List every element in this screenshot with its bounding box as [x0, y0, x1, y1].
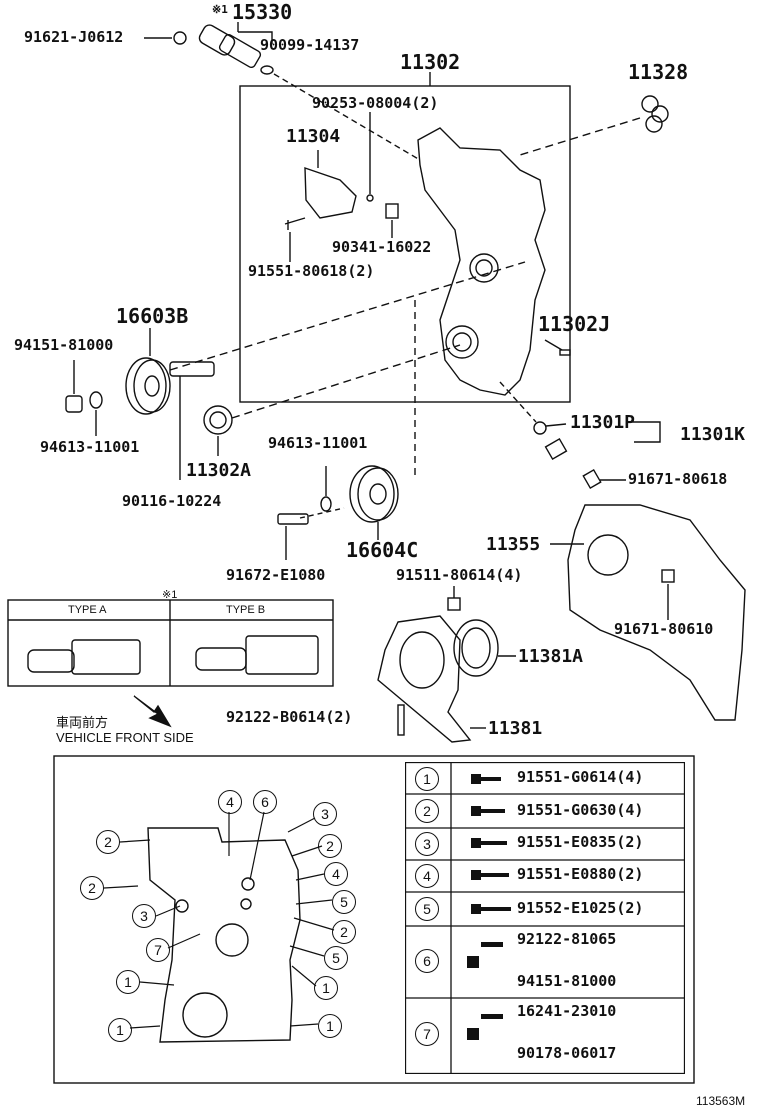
label-91671-80610: 91671-80610	[614, 620, 714, 638]
label-11328: 11328	[628, 60, 689, 84]
sensor-k	[544, 437, 568, 461]
callout-4: 4	[324, 862, 348, 886]
label-11381a: 11381A	[518, 646, 584, 667]
seal-retainer	[377, 615, 472, 743]
label-90116: 90116-10224	[122, 492, 222, 510]
label-94613-b: 94613-11001	[268, 434, 368, 452]
label-91672: 91672-E1080	[226, 566, 326, 584]
callout-2: 2	[96, 830, 120, 854]
table-part: 91551-E0835(2)	[517, 833, 644, 851]
timing-cover-plate	[304, 167, 357, 219]
label-91551-80618: 91551-80618(2)	[248, 262, 375, 280]
label-16604c: 16604C	[346, 538, 419, 562]
diagram-code: 113563M	[696, 1094, 746, 1108]
callout-5: 5	[332, 890, 356, 914]
label-15330: 15330	[232, 0, 293, 24]
table-part: 91552-E1025(2)	[517, 899, 644, 917]
table-num: 5	[415, 897, 439, 921]
label-11301k: 11301K	[680, 424, 746, 445]
direction-en: VEHICLE FRONT SIDE	[56, 730, 194, 745]
callout-1: 1	[108, 1018, 132, 1042]
callout-5: 5	[324, 946, 348, 970]
o-ring-set	[641, 95, 669, 133]
callout-2: 2	[318, 834, 342, 858]
idler-pulley-b	[125, 357, 167, 415]
callout-2: 2	[332, 920, 356, 944]
callout-1: 1	[116, 970, 140, 994]
label-90341: 90341-16022	[332, 238, 432, 256]
table-part: 16241-23010	[517, 1002, 617, 1020]
label-11302a: 11302A	[186, 460, 252, 481]
table-num: 3	[415, 832, 439, 856]
callout-1: 1	[318, 1014, 342, 1038]
oil-seal	[203, 405, 233, 435]
callout-7: 7	[146, 938, 170, 962]
label-91511: 91511-80614(4)	[396, 566, 523, 584]
timing-chain-cover	[417, 127, 546, 396]
label-11302: 11302	[400, 50, 461, 74]
table-part: 91551-E0880(2)	[517, 865, 644, 883]
callout-3: 3	[313, 802, 337, 826]
end-plate	[567, 504, 746, 721]
label-11355: 11355	[486, 534, 541, 555]
label-90099: 90099-14137	[260, 36, 360, 54]
table-part: 90178-06017	[517, 1044, 617, 1062]
label-11381: 11381	[488, 718, 543, 739]
idler-pulley-c	[349, 465, 395, 523]
direction-jp: 車両前方	[56, 715, 109, 730]
label-91671-80618: 91671-80618	[628, 470, 728, 488]
bolt-location-box	[53, 755, 695, 1084]
label-16603b: 16603B	[116, 304, 189, 328]
label-91621: 91621-J0612	[24, 28, 124, 46]
label-11302j: 11302J	[538, 312, 611, 336]
oil-control-valve	[173, 24, 274, 75]
type-b-label: TYPE B	[226, 604, 266, 616]
bolt-table-grid	[405, 762, 685, 1074]
table-part: 94151-81000	[517, 972, 617, 990]
callout-1: 1	[314, 976, 338, 1000]
callout-4: 4	[218, 790, 242, 814]
label-11301p: 11301P	[570, 412, 636, 433]
table-num: 7	[415, 1022, 439, 1046]
callout-3: 3	[132, 904, 156, 928]
rear-oil-seal	[453, 619, 499, 677]
table-num: 2	[415, 799, 439, 823]
assembly-frame	[239, 85, 571, 403]
table-part: 92122-81065	[517, 930, 617, 948]
label-11304: 11304	[286, 126, 341, 147]
label-94151: 94151-81000	[14, 336, 114, 354]
table-part: 91551-G0630(4)	[517, 801, 644, 819]
front-arrow-icon	[133, 695, 172, 728]
table-num: 6	[415, 949, 439, 973]
callout-2: 2	[80, 876, 104, 900]
label-94613-a: 94613-11001	[40, 438, 140, 456]
table-part: 91551-G0614(4)	[517, 768, 644, 786]
table-num: 1	[415, 767, 439, 791]
callout-6: 6	[253, 790, 277, 814]
note-mark: ※1	[212, 3, 228, 16]
label-90253: 90253-08004(2)	[312, 94, 439, 112]
pulley-stud	[169, 361, 215, 377]
label-92122-b0614: 92122-B0614(2)	[226, 708, 353, 726]
sensor-o-ring	[533, 421, 547, 435]
type-a-label: TYPE A	[68, 604, 107, 616]
type-note: ※1	[162, 589, 178, 601]
table-num: 4	[415, 864, 439, 888]
bolt-table: 1 91551-G0614(4) 2 91551-G0630(4) 3 9155…	[405, 762, 685, 1074]
